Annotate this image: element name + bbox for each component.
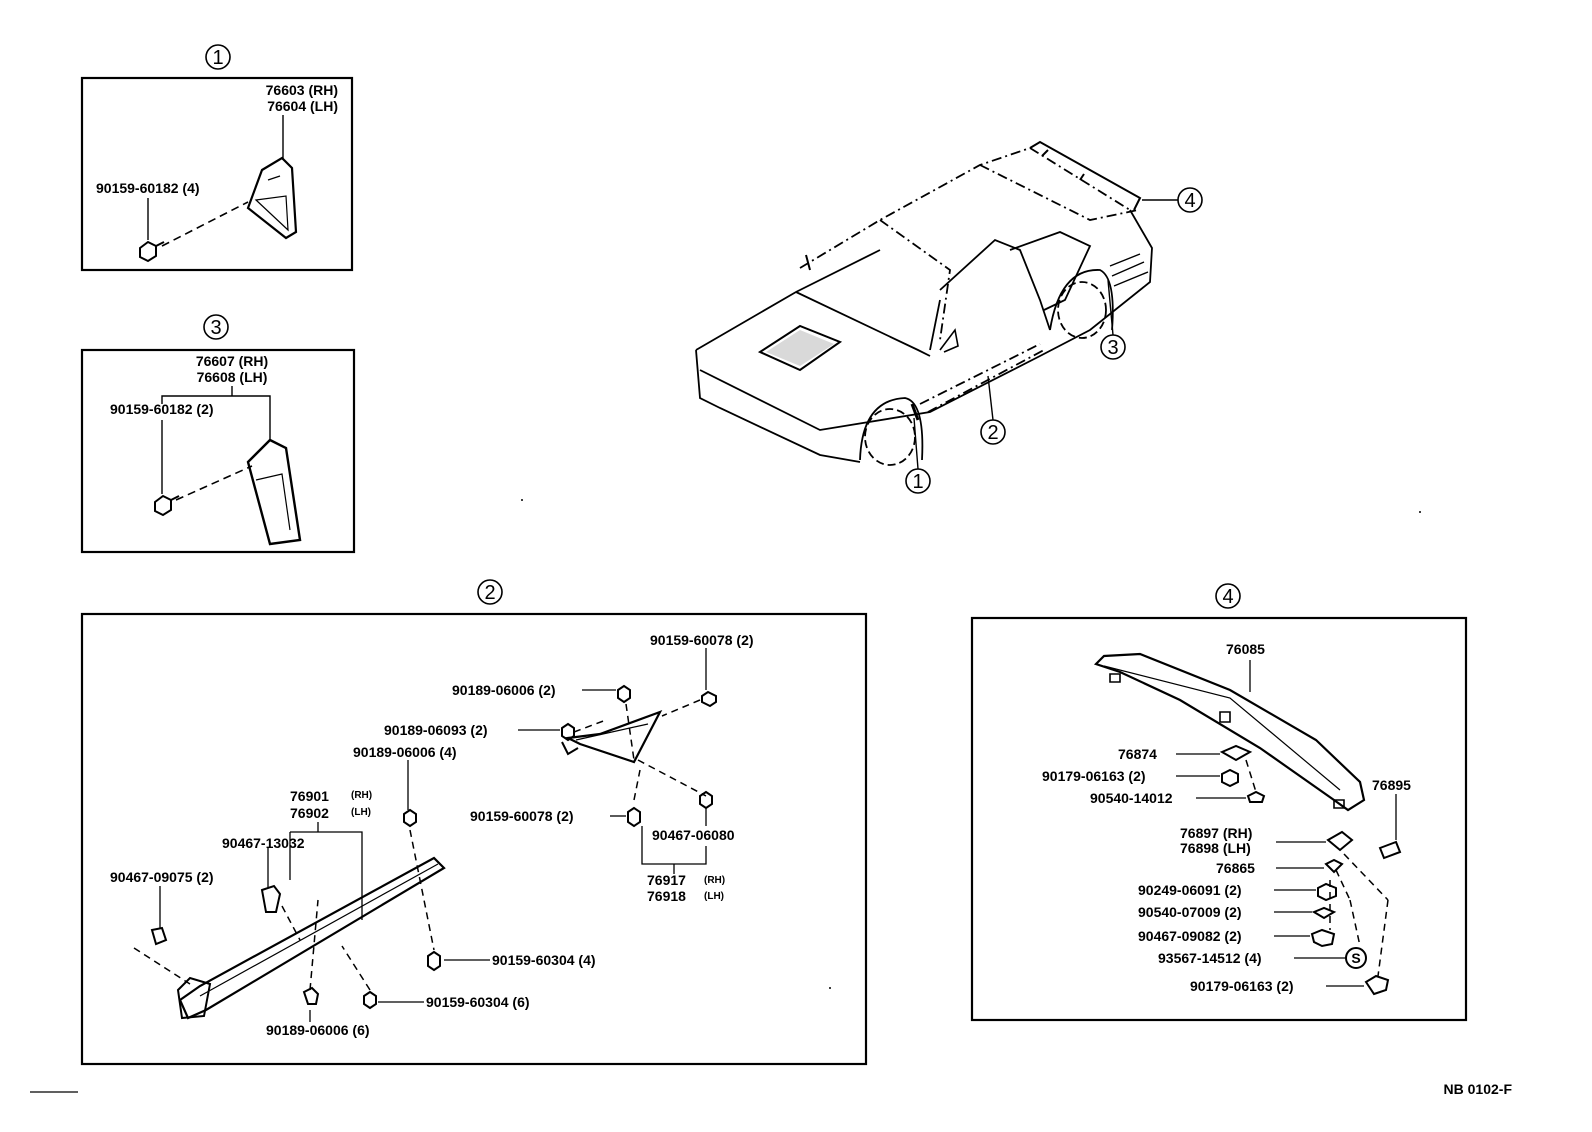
label-76918-side: (LH) — [704, 891, 724, 902]
panel-2-frame — [80, 612, 868, 1066]
panel-4-frame — [970, 616, 1468, 1022]
label-90159-60304-4: 90159-60304 (4) — [492, 952, 596, 968]
car-callout-3: 3 — [1107, 337, 1118, 359]
label-90159-60304-6: 90159-60304 (6) — [426, 994, 530, 1010]
label-90249-06091: 90249-06091 (2) — [1138, 882, 1242, 898]
car-callout-4: 4 — [1184, 190, 1195, 212]
label-76917-side: (RH) — [704, 875, 725, 886]
panel-2-marker-circle — [477, 579, 503, 605]
panel-2-marker: 2 — [484, 582, 495, 604]
car-callout-2: 2 — [987, 422, 998, 444]
label-90159-60078-top: 90159-60078 (2) — [650, 632, 754, 648]
label-90467-06080: 90467-06080 — [652, 827, 735, 843]
label-76902-side: (LH) — [351, 807, 371, 818]
panel-3-frame — [80, 348, 356, 554]
label-76901-number: 76901 — [290, 788, 329, 804]
label-93567-14512: 93567-14512 (4) — [1158, 950, 1262, 966]
label-76898: 76898 (LH) — [1180, 840, 1251, 856]
label-76874: 76874 — [1118, 746, 1157, 762]
panel-3-marker: 3 — [210, 317, 221, 339]
label-90189-06093: 90189-06093 (2) — [384, 722, 488, 738]
label-76902-number: 76902 — [290, 805, 329, 821]
car-illustration — [695, 140, 1203, 494]
bolt-icon — [154, 494, 180, 517]
panel-4-marker: 4 — [1222, 586, 1233, 608]
panel-3-bolt: 90159-60182 (2) — [110, 401, 214, 417]
drawing-code: NB 0102-F — [1444, 1081, 1513, 1097]
panel-1-part-lh: 76604 (LH) — [267, 98, 338, 114]
panel-3-part-lh: 76608 (LH) — [197, 369, 268, 385]
panel-2: 2 — [80, 579, 868, 1066]
panel-1: 1 76603 (RH) 76604 (LH) 90159-60182 (4) — [80, 44, 354, 272]
label-90179-06163-top: 90179-06163 (2) — [1042, 768, 1146, 784]
panel-3-part-rh: 76607 (RH) — [196, 353, 268, 369]
panel-1-marker: 1 — [212, 47, 223, 69]
label-90467-09075: 90467-09075 (2) — [110, 869, 214, 885]
rear-spoiler-icon — [1093, 652, 1366, 812]
panel-3-marker-circle — [203, 314, 229, 340]
seal-s-mark: S — [1351, 950, 1360, 966]
label-90189-06006-6: 90189-06006 (6) — [266, 1022, 370, 1038]
label-76085: 76085 — [1226, 641, 1265, 657]
bolt-icon — [139, 240, 165, 263]
panel-1-frame — [80, 76, 354, 272]
mudguard-rear-icon — [246, 438, 302, 546]
label-90540-07009: 90540-07009 (2) — [1138, 904, 1242, 920]
label-76917-number: 76917 — [647, 872, 686, 888]
label-90189-06006-4: 90189-06006 (4) — [353, 744, 457, 760]
panel-1-part-rh: 76603 (RH) — [266, 82, 338, 98]
panel-4-marker-circle — [1215, 583, 1241, 609]
panel-1-marker-circle — [205, 44, 231, 70]
label-76865: 76865 — [1216, 860, 1255, 876]
label-76897: 76897 (RH) — [1180, 825, 1252, 841]
panel-3: 3 76607 (RH) 76608 (LH) 90159-60182 (2) — [80, 314, 356, 554]
panel-4: 4 S — [970, 583, 1468, 1022]
label-76901-side: (RH) — [351, 790, 372, 801]
label-76895: 76895 — [1372, 777, 1411, 793]
label-90179-06163-bottom: 90179-06163 (2) — [1190, 978, 1294, 994]
label-90467-13032: 90467-13032 — [222, 835, 305, 851]
label-76918-number: 76918 — [647, 888, 686, 904]
panel-1-bolt: 90159-60182 (4) — [96, 180, 200, 196]
label-90540-14012: 90540-14012 — [1090, 790, 1173, 806]
label-90189-06006-2: 90189-06006 (2) — [452, 682, 556, 698]
mudguard-front-icon — [246, 156, 298, 240]
label-90159-60078-mid: 90159-60078 (2) — [470, 808, 574, 824]
car-callout-1: 1 — [912, 471, 923, 493]
label-90467-09082: 90467-09082 (2) — [1138, 928, 1242, 944]
quarter-garnish-icon — [564, 709, 663, 764]
